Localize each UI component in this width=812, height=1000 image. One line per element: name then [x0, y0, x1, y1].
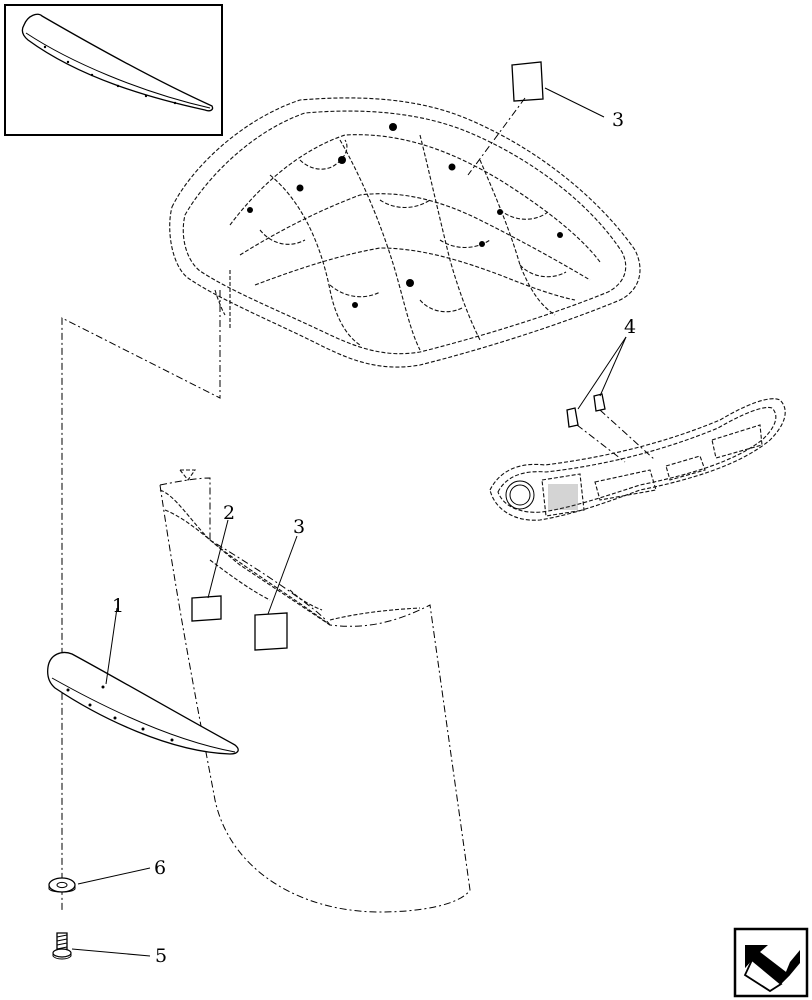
washer — [48, 877, 76, 893]
inset-visor — [21, 13, 214, 112]
screw — [52, 932, 72, 960]
leader-lines — [71, 87, 627, 957]
sun-visor — [47, 651, 239, 755]
next-page-arrow-icon[interactable] — [733, 927, 809, 998]
callout-4-clips: 4 — [624, 316, 636, 338]
windshield-labels — [191, 595, 288, 651]
roof-label-decal — [511, 61, 544, 102]
callout-3-label: 3 — [293, 516, 305, 538]
inset-thumbnail — [4, 4, 223, 136]
roof-mount-holes — [247, 123, 563, 308]
assembly-lines — [61, 97, 656, 910]
callout-3-roof: 3 — [612, 109, 624, 131]
callout-1-visor: 1 — [112, 595, 124, 617]
windshield-panel — [159, 469, 471, 913]
mounting-clips — [566, 393, 606, 428]
callout-5-screw: 5 — [155, 945, 167, 967]
callout-6-washer: 6 — [154, 857, 166, 879]
callout-2-label: 2 — [223, 502, 235, 524]
vent-trim-panel — [489, 398, 786, 521]
roof-headliner-assembly — [169, 97, 641, 368]
